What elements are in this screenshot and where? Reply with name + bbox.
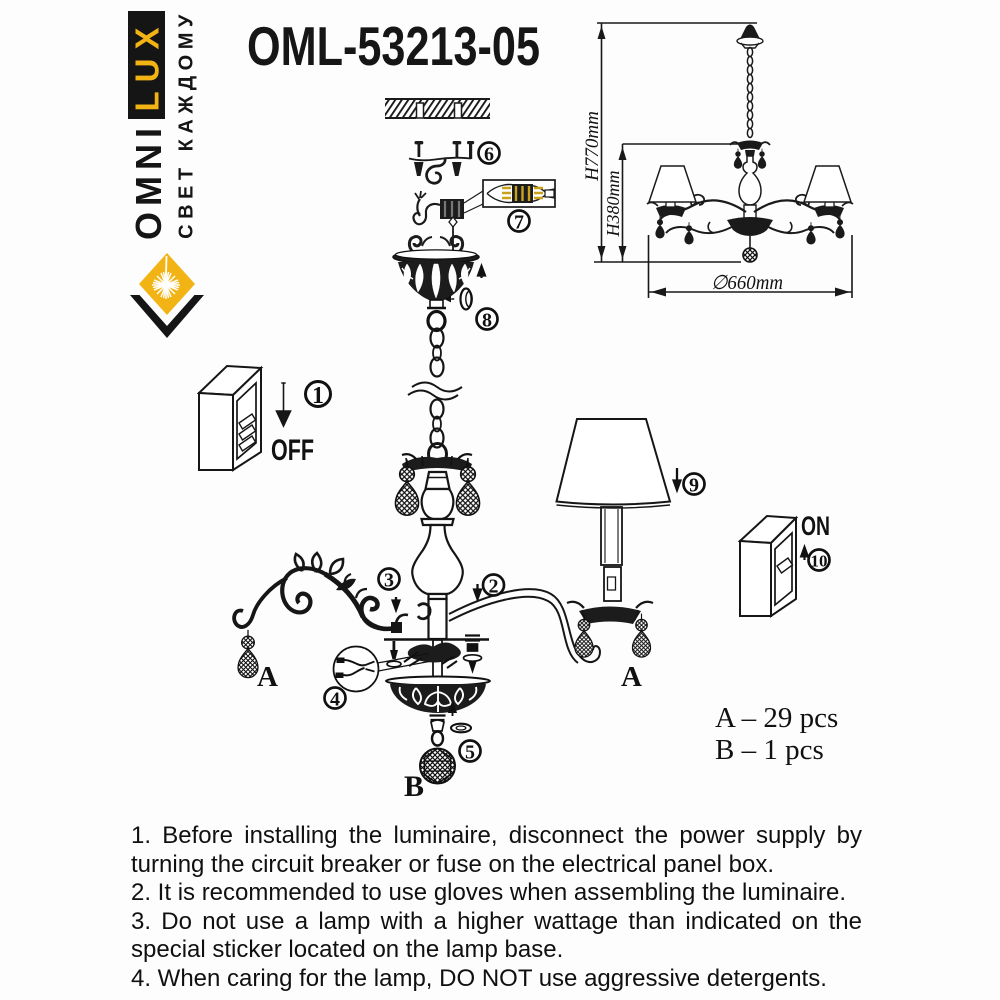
- svg-text:ON: ON: [801, 511, 830, 541]
- svg-text:H380mm: H380mm: [603, 171, 623, 238]
- svg-text:A: A: [621, 661, 642, 693]
- svg-text:СВЕТ КАЖДОМУ: СВЕТ КАЖДОМУ: [176, 9, 198, 239]
- svg-text:5: 5: [465, 742, 475, 764]
- svg-text:8: 8: [482, 310, 492, 332]
- svg-text:H770mm: H770mm: [582, 111, 603, 182]
- svg-text:OML-53213-05: OML-53213-05: [247, 15, 540, 77]
- svg-text:A: A: [257, 661, 278, 693]
- svg-text:OMNI: OMNI: [128, 122, 169, 240]
- svg-text:3: 3: [384, 570, 394, 592]
- svg-text:6: 6: [484, 144, 494, 166]
- svg-text:A – 29 pcs: A – 29 pcs: [715, 702, 838, 734]
- svg-text:9: 9: [689, 475, 699, 497]
- svg-text:B: B: [404, 770, 424, 803]
- svg-text:7: 7: [514, 212, 524, 234]
- svg-text:2: 2: [489, 576, 499, 598]
- svg-text:10: 10: [811, 552, 828, 571]
- svg-text:4: 4: [330, 689, 340, 711]
- svg-text:OFF: OFF: [271, 434, 314, 467]
- svg-text:∅660mm: ∅660mm: [711, 272, 783, 294]
- svg-text:1: 1: [312, 383, 324, 409]
- svg-text:B – 1 pcs: B – 1 pcs: [715, 734, 824, 766]
- svg-text:LUX: LUX: [129, 19, 166, 112]
